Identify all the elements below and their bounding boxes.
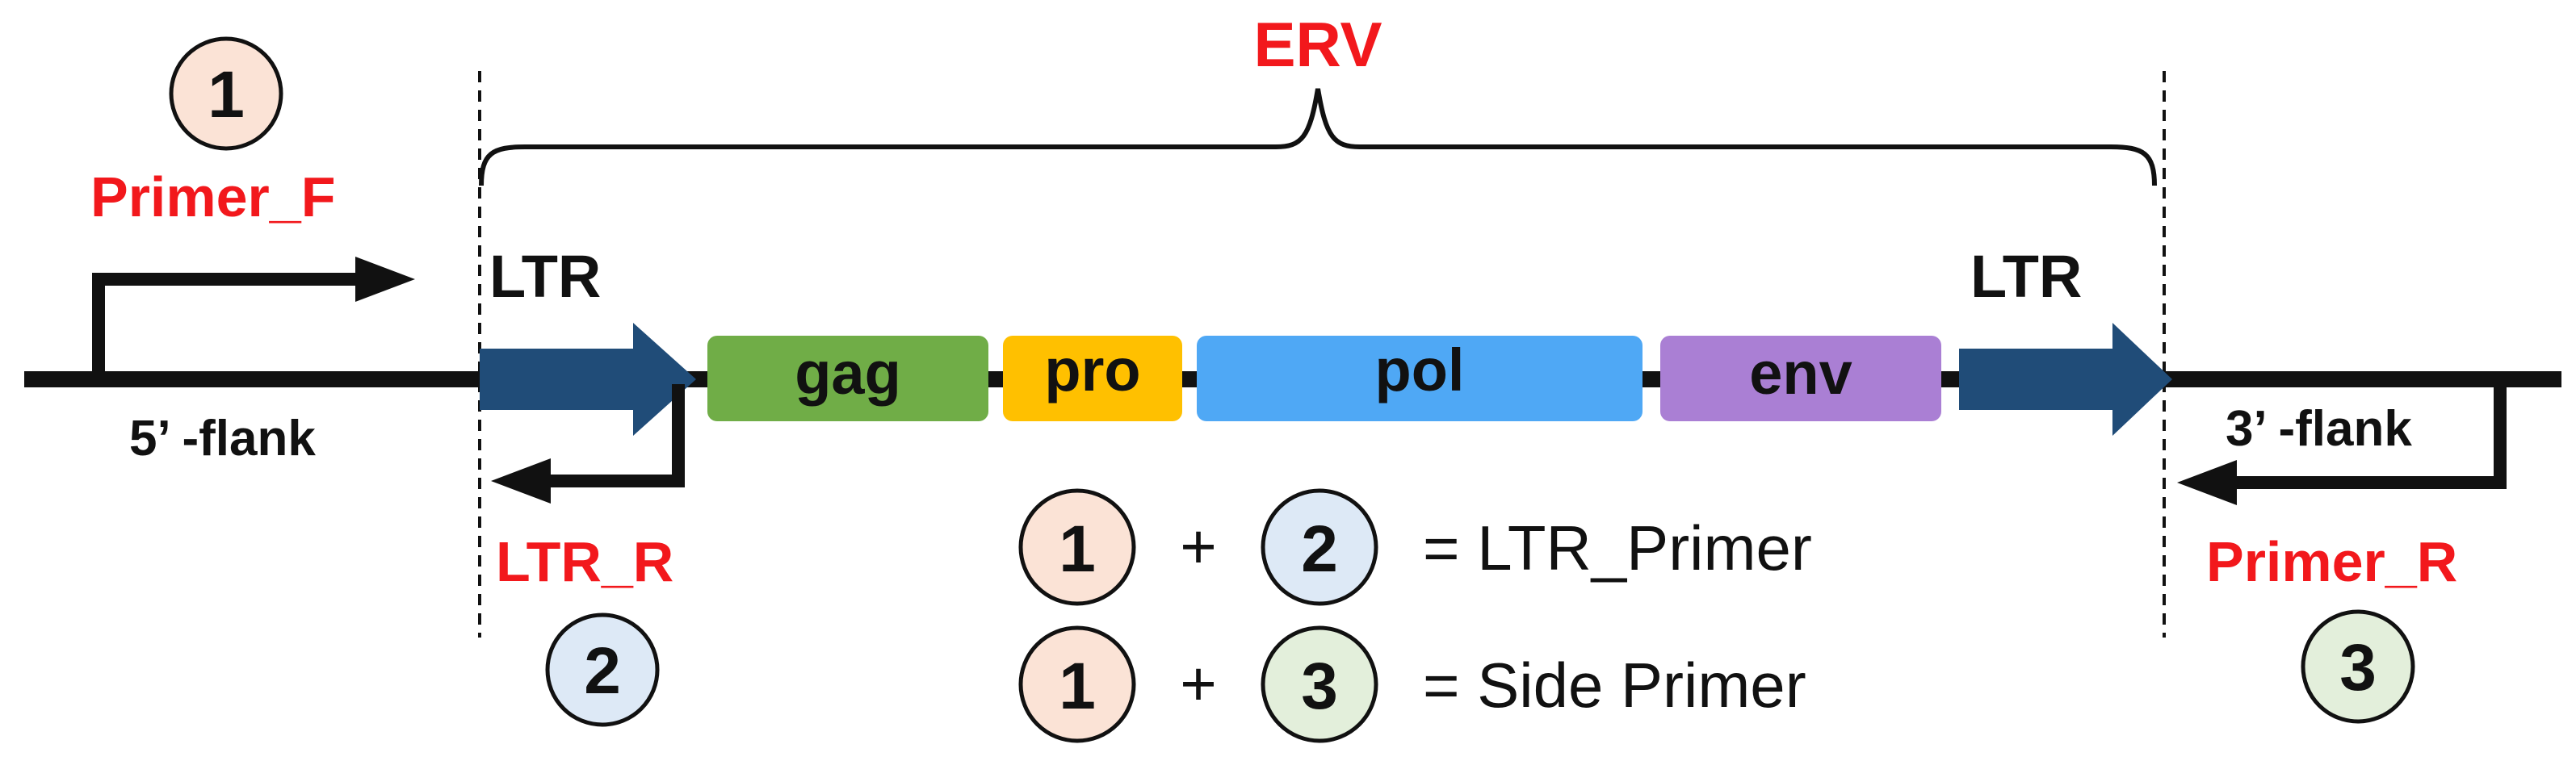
gene-env-box [1660,336,1941,421]
legend-1-result: = LTR_Primer [1423,512,1812,583]
legend-2-a: 1 [1059,650,1096,723]
ltr-left-arrow [480,323,696,436]
primer-r-number: 3 [2339,631,2377,705]
legend-2-result: = Side Primer [1423,650,1806,721]
legend-2-op: + [1180,648,1217,719]
erv-title: ERV [1254,9,1382,80]
primer-r-number-circle [2301,609,2415,724]
primer-r-label: Primer_R [2206,530,2457,593]
primer-f-number-circle [169,36,283,151]
legend-1-circle-a [1018,488,1136,606]
ltr-left-label: LTR [489,243,601,310]
primer-r-arrowhead [2177,460,2237,505]
ltr-r-label: LTR_R [496,530,673,593]
flank-5-label: 5’ -flank [129,411,316,466]
legend-2-b: 3 [1301,650,1338,723]
ltr-right-label: LTR [1970,243,2082,310]
ltr-r-arrow-line [541,384,685,487]
gene-gag-label: gag [795,340,901,407]
legend-2-circle-a [1018,625,1136,743]
legend-1-b: 2 [1301,512,1338,586]
gene-env-label: env [1749,340,1852,407]
primer-f-number: 1 [208,58,245,132]
ltr-r-number: 2 [584,634,621,708]
primer-r-arrow-line [2227,384,2507,489]
erv-brace [479,88,2157,186]
primer-f-arrowhead [355,257,415,302]
gene-pol-box [1197,336,1643,421]
ltr-r-arrowhead [491,458,551,504]
legend-2-circle-b [1261,625,1378,743]
ltr-right-arrow [1959,323,2172,436]
legend-1-circle-b [1261,488,1378,606]
legend-1-a: 1 [1059,512,1096,586]
primer-f-label: Primer_F [90,165,335,228]
ltr-r-number-circle [545,613,660,727]
flank-3-label: 3’ -flank [2226,401,2412,457]
gene-pol-label: pol [1375,337,1465,403]
gene-pro-label: pro [1044,337,1140,403]
primer-f-arrow-line [92,273,365,371]
gene-pro-box [1003,336,1182,421]
gene-gag-box [707,336,988,421]
legend-1-op: + [1180,511,1217,582]
